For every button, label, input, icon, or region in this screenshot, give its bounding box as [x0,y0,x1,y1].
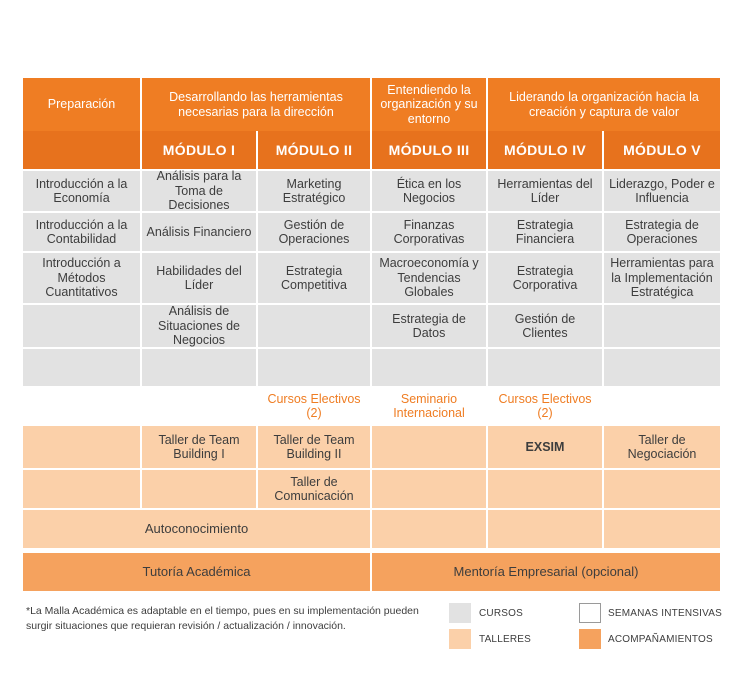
course-cell: Estrategia Financiera [488,213,602,251]
module-3-header: MÓDULO III [372,131,486,169]
course-cell: Introducción a Métodos Cuantitativos [23,253,140,303]
workshop-cell-empty [372,470,486,508]
course-cell: Ética en los Negocios [372,171,486,211]
module-5-header: MÓDULO V [604,131,720,169]
workshop-cell: EXSIM [488,426,602,468]
course-cell: Gestión de Operaciones [258,213,370,251]
course-cell: Habilidades del Líder [142,253,256,303]
module-1-header: MÓDULO I [142,131,256,169]
course-cell-empty [142,349,256,386]
workshop-autoconocimiento: Autoconocimiento [23,510,370,548]
course-cell-empty [258,349,370,386]
course-cell-empty [258,305,370,347]
phase-preparacion: Preparación [23,78,140,131]
phase-organizacion: Entendiendo la organización y su entorno [372,78,486,131]
workshop-cell-empty [604,470,720,508]
intensive-seminario: Seminario Internacional [372,388,486,424]
workshop-cell: Taller de Negociación [604,426,720,468]
course-cell: Herramientas para la Implementación Estr… [604,253,720,303]
course-cell-empty [604,305,720,347]
workshop-cell-empty [23,426,140,468]
course-cell: Introducción a la Economía [23,171,140,211]
accompaniment-mentoria: Mentoría Empresarial (opcional) [372,553,720,591]
legend-semanas-swatch [579,603,601,623]
legend-cursos-label: CURSOS [479,608,523,619]
workshop-cell-empty [142,470,256,508]
workshop-cell: Taller de Team Building I [142,426,256,468]
course-cell: Estrategia de Operaciones [604,213,720,251]
workshop-cell-empty [488,510,602,548]
legend-talleres-label: TALLERES [479,634,531,645]
course-cell-empty [372,349,486,386]
course-cell: Introducción a la Contabilidad [23,213,140,251]
course-cell-empty [23,305,140,347]
course-cell-empty [604,349,720,386]
workshop-cell-empty [372,426,486,468]
accompaniment-tutoria: Tutoría Académica [23,553,370,591]
intensive-electivos-m2: Cursos Electivos (2) [258,388,370,424]
course-cell: Análisis Financiero [142,213,256,251]
course-cell: Finanzas Corporativas [372,213,486,251]
module-4-header: MÓDULO IV [488,131,602,169]
course-cell: Estrategia Competitiva [258,253,370,303]
workshop-cell-empty [604,510,720,548]
course-cell: Gestión de Clientes [488,305,602,347]
workshop-cell: Taller de Comunicación [258,470,370,508]
legend-cursos-swatch [449,603,471,623]
module-2-header: MÓDULO II [258,131,370,169]
course-cell: Herramientas del Líder [488,171,602,211]
module-header-blank [23,131,140,169]
legend-talleres-swatch [449,629,471,649]
course-cell: Marketing Estratégico [258,171,370,211]
footnote: *La Malla Académica es adaptable en el t… [26,605,419,632]
intensive-electivos-m4: Cursos Electivos (2) [488,388,602,424]
legend-semanas-label: SEMANAS INTENSIVAS [608,608,722,619]
course-cell-empty [488,349,602,386]
legend-acompanamientos-label: ACOMPAÑAMIENTOS [608,634,713,645]
phase-liderando: Liderando la organización hacia la creac… [488,78,720,131]
workshop-cell-empty [488,470,602,508]
workshop-cell: Taller de Team Building II [258,426,370,468]
course-cell-empty [23,349,140,386]
course-cell: Análisis de Situaciones de Negocios [142,304,256,347]
course-cell: Macroeconomía y Tendencias Globales [372,253,486,303]
course-cell: Estrategia de Datos [372,305,486,347]
workshop-cell-empty [23,470,140,508]
course-cell: Análisis para la Toma de Decisiones [142,169,256,212]
course-cell: Liderazgo, Poder e Influencia [604,171,720,211]
phase-herramientas: Desarrollando las herramientas necesaria… [142,78,370,131]
workshop-cell-empty [372,510,486,548]
course-cell: Estrategia Corporativa [488,253,602,303]
legend-acompanamientos-swatch [579,629,601,649]
